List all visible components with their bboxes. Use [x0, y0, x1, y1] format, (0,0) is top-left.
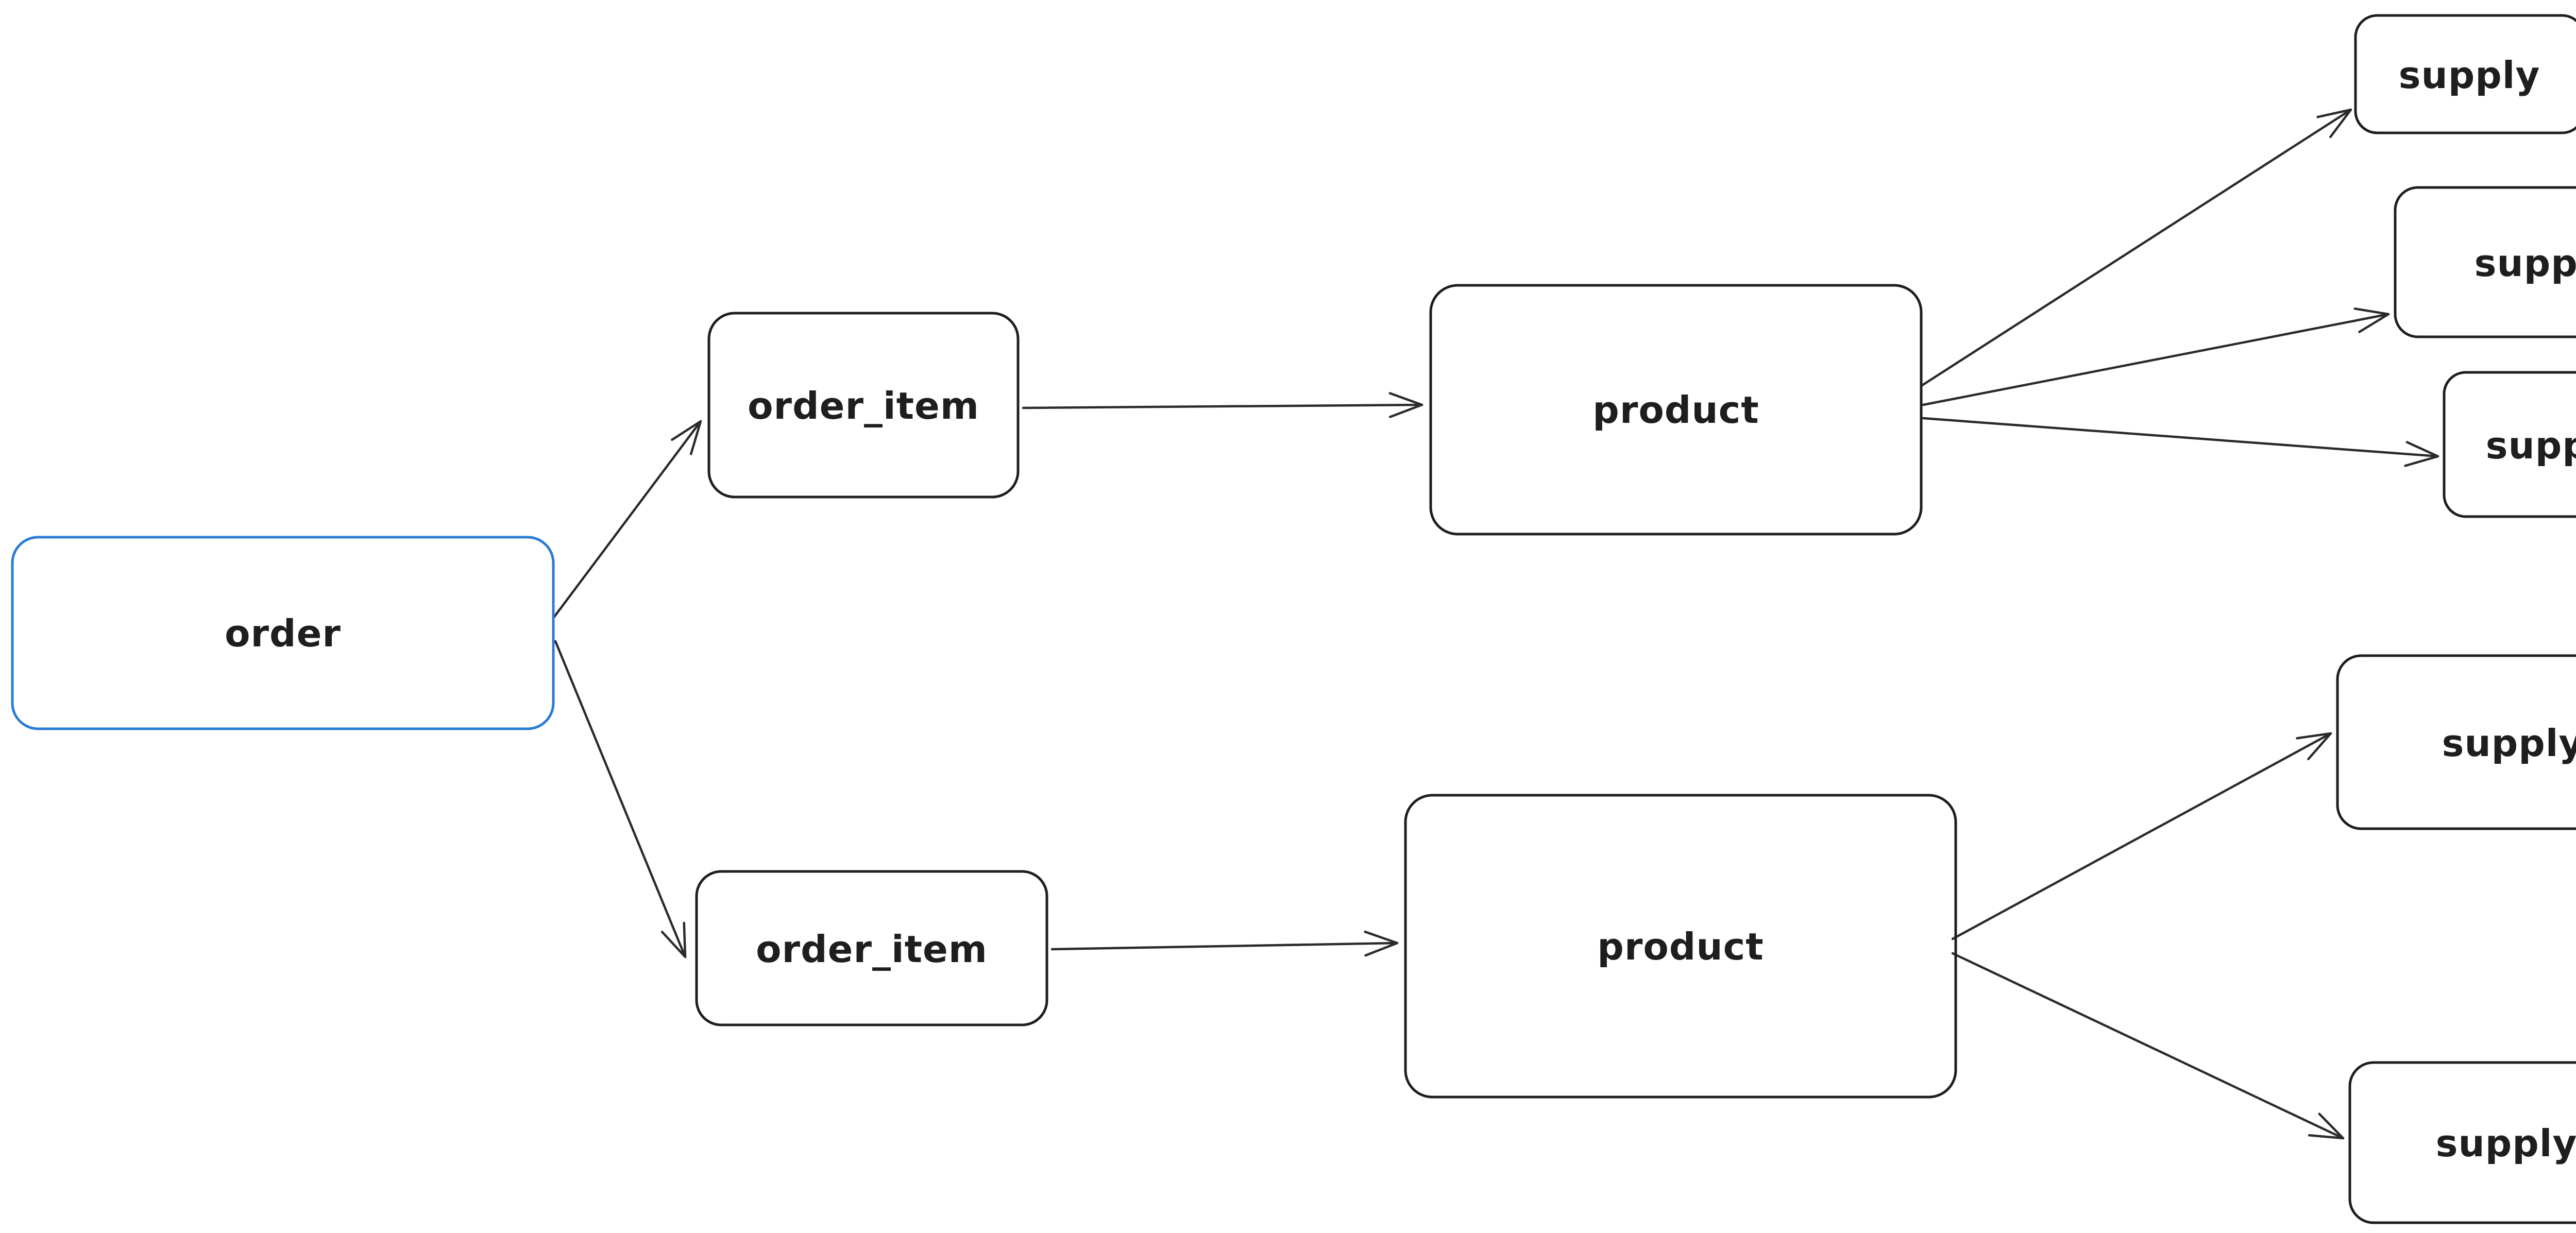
node-supply-top-3-label: supply	[2486, 424, 2576, 467]
node-order-item-top-shape[interactable]	[707, 312, 1020, 499]
node-supply-top-2-label: supply	[2475, 242, 2576, 285]
node-product-top-shape[interactable]	[1429, 284, 1923, 536]
edge-order-to-order-item-bottom[interactable]	[554, 640, 687, 958]
edge-product-top-to-supply-top-2[interactable]	[1922, 307, 2390, 406]
node-product-top-label: product	[1592, 388, 1759, 432]
node-order-shape[interactable]	[11, 536, 555, 730]
node-supply-bottom-2-shape[interactable]	[2348, 1061, 2576, 1224]
node-product-bottom-shape[interactable]	[1404, 794, 1957, 1099]
edge-product-bottom-to-supply-bottom-2[interactable]	[1951, 952, 2345, 1140]
node-supply-bottom-1-label: supply	[2442, 722, 2576, 765]
edge-product-top-to-supply-top-1[interactable]	[1921, 108, 2352, 387]
edge-order-item-bottom-to-product-bottom[interactable]	[1050, 930, 1399, 957]
node-order-item-bottom-shape[interactable]	[695, 870, 1048, 1026]
node-supply-top-1[interactable]: supply	[2354, 14, 2576, 134]
node-supply-top-1-shape[interactable]	[2354, 14, 2576, 134]
node-order-label: order	[225, 612, 341, 655]
node-supply-bottom-2-label: supply	[2436, 1122, 2576, 1165]
node-order[interactable]: order	[11, 536, 555, 730]
edge-layer	[552, 108, 2439, 1140]
node-supply-bottom-1[interactable]: supply	[2336, 654, 2576, 830]
node-supply-top-3-shape[interactable]	[2443, 371, 2576, 518]
node-product-top[interactable]: product	[1429, 284, 1923, 536]
node-layer: order order_item order_item product prod…	[11, 14, 2576, 1224]
edge-order-item-top-to-product-top[interactable]	[1022, 392, 1423, 418]
node-supply-top-2-shape[interactable]	[2394, 186, 2576, 338]
node-order-item-top[interactable]: order_item	[707, 312, 1020, 499]
node-order-item-bottom[interactable]: order_item	[695, 870, 1048, 1026]
node-supply-top-1-label: supply	[2399, 54, 2540, 97]
edge-order-to-order-item-top[interactable]	[552, 420, 702, 620]
edge-product-bottom-to-supply-bottom-1[interactable]	[1951, 732, 2332, 940]
node-supply-top-2[interactable]: supply	[2394, 186, 2576, 338]
node-product-bottom-label: product	[1597, 925, 1764, 968]
node-product-bottom[interactable]: product	[1404, 794, 1957, 1099]
node-supply-bottom-1-shape[interactable]	[2336, 654, 2576, 830]
node-order-item-top-label: order_item	[748, 384, 979, 427]
edge-product-top-to-supply-top-3[interactable]	[1922, 417, 2439, 467]
node-order-item-bottom-label: order_item	[756, 928, 988, 971]
node-supply-top-3[interactable]: supply	[2443, 371, 2576, 518]
node-supply-bottom-2[interactable]: supply	[2348, 1061, 2576, 1224]
